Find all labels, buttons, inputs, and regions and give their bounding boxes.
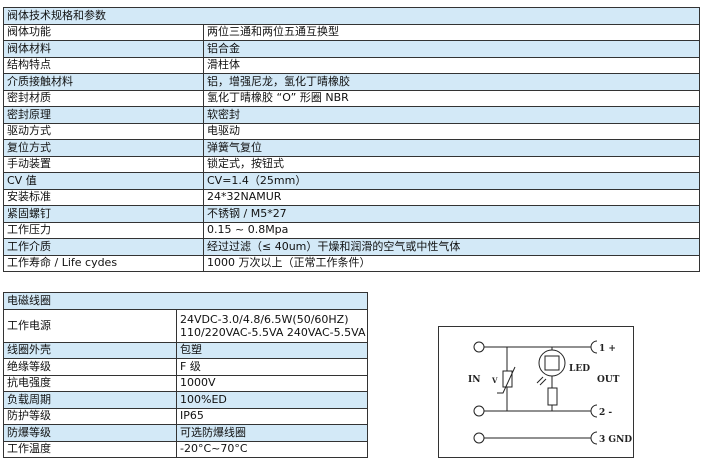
row-label: 密封材质 xyxy=(3,89,204,107)
row-value: 可选防爆线圈 xyxy=(176,424,368,442)
table-title-row: 电磁线圈 xyxy=(3,292,368,310)
resistor-icon xyxy=(547,387,558,411)
coil-spec-table: 电磁线圈 工作电源 24VDC-3.0/4.8/6.5W(50/60HZ)110… xyxy=(3,292,368,458)
varistor-icon xyxy=(497,347,516,411)
row-label: CV 值 xyxy=(3,172,204,190)
v-label: V xyxy=(491,376,498,385)
table-row: 阀体材料铝合金 xyxy=(3,40,700,58)
row-value: 铝，增强尼龙，氢化丁晴橡胶 xyxy=(203,73,700,91)
table-title: 电磁线圈 xyxy=(3,292,368,310)
row-label: 介质接触材料 xyxy=(3,73,204,91)
row-value: F 级 xyxy=(176,358,368,376)
row-label: 工作压力 xyxy=(3,221,204,239)
row-label: 防护等级 xyxy=(3,407,177,425)
row-label: 阀体功能 xyxy=(3,23,204,41)
table-row: 手动装置锁定式，按钮式 xyxy=(3,155,700,173)
row-label: 复位方式 xyxy=(3,139,204,157)
table-row: 驱动方式电驱动 xyxy=(3,122,700,140)
row-value: 滑柱体 xyxy=(203,56,700,74)
row-label: 手动装置 xyxy=(3,155,204,173)
wiring-diagram: IN V LED OUT 1 + 2 - 3 GND xyxy=(438,326,634,458)
row-value: 氢化丁晴橡胶 “O” 形圈 NBR xyxy=(203,89,700,107)
row-label: 密封原理 xyxy=(3,106,204,124)
table-row: 介质接触材料铝，增强尼龙，氢化丁晴橡胶 xyxy=(3,73,700,91)
row-value: 两位三通和两位五通互换型 xyxy=(203,23,700,41)
row-value: 0.15 ~ 0.8Mpa xyxy=(203,221,700,239)
row-label: 紧固螺钉 xyxy=(3,205,204,223)
row-value: 不锈钢 / M5*27 xyxy=(203,205,700,223)
row-label: 绝缘等级 xyxy=(3,358,177,376)
power-line-2: 110/220VAC-5.5VA 240VAC-5.5VA xyxy=(180,325,366,339)
row-label: 结构特点 xyxy=(3,56,204,74)
terminal-2-label: 2 - xyxy=(599,408,612,418)
terminal-3-label: 3 GND xyxy=(599,435,632,445)
in-label: IN xyxy=(468,375,480,385)
table-row: 密封材质氢化丁晴橡胶 “O” 形圈 NBR xyxy=(3,89,700,107)
row-value: 弹簧气复位 xyxy=(203,139,700,157)
out-label: OUT xyxy=(597,375,620,385)
row-label: 防爆等级 xyxy=(3,424,177,442)
table-row: 阀体功能两位三通和两位五通互换型 xyxy=(3,23,700,41)
terminal-1-label: 1 + xyxy=(599,344,616,354)
table-row: 紧固螺钉不锈钢 / M5*27 xyxy=(3,205,700,223)
row-value: -20°C~70°C xyxy=(176,440,368,458)
table-title-row: 阀体技术规格和参数 xyxy=(3,7,700,25)
valve-spec-table: 阀体技术规格和参数 阀体功能两位三通和两位五通互换型阀体材料铝合金结构特点滑柱体… xyxy=(3,7,700,272)
row-value: 经过过滤（≤ 40um）干燥和润滑的空气或中性气体 xyxy=(203,238,700,256)
row-value: 包塑 xyxy=(176,341,368,359)
row-value: CV=1.4（25mm） xyxy=(203,172,700,190)
row-value: 1000V xyxy=(176,374,368,392)
row-value: 软密封 xyxy=(203,106,700,124)
power-line-1: 24VDC-3.0/4.8/6.5W(50/60HZ) xyxy=(180,312,349,326)
table-row: 密封原理软密封 xyxy=(3,106,700,124)
row-label: 安装标准 xyxy=(3,188,204,206)
input-terminals xyxy=(473,341,485,444)
table-row: 复位方式弹簧气复位 xyxy=(3,139,700,157)
row-value: 锁定式，按钮式 xyxy=(203,155,700,173)
table-title: 阀体技术规格和参数 xyxy=(3,7,700,25)
row-value: 100%ED xyxy=(176,391,368,409)
row-value: 24*32NAMUR xyxy=(203,188,700,206)
table-row: 工作温度-20°C~70°C xyxy=(3,440,368,458)
table-row: 工作介质经过过滤（≤ 40um）干燥和润滑的空气或中性气体 xyxy=(3,238,700,256)
row-value: IP65 xyxy=(176,407,368,425)
row-value: 1000 万次以上（正常工作条件） xyxy=(203,254,700,272)
led-label: LED xyxy=(569,364,590,374)
row-label: 线圈外壳 xyxy=(3,341,177,359)
row-label: 抗电强度 xyxy=(3,374,177,392)
row-label: 工作电源 xyxy=(3,308,177,343)
row-value: 电驱动 xyxy=(203,122,700,140)
led-icon xyxy=(536,347,566,388)
table-row: 线圈外壳包塑 xyxy=(3,341,368,359)
row-label: 工作温度 xyxy=(3,440,177,458)
row-label: 工作介质 xyxy=(3,238,204,256)
row-value: 铝合金 xyxy=(203,40,700,58)
row-label: 负载周期 xyxy=(3,391,177,409)
row-label: 驱动方式 xyxy=(3,122,204,140)
output-terminals xyxy=(590,340,598,445)
table-row: 结构特点滑柱体 xyxy=(3,56,700,74)
table-row: 防爆等级可选防爆线圈 xyxy=(3,424,368,442)
table-row: 工作电源 24VDC-3.0/4.8/6.5W(50/60HZ)110/220V… xyxy=(3,308,368,343)
row-label: 阀体材料 xyxy=(3,40,204,58)
row-label: 工作寿命 / Life cydes xyxy=(3,254,204,272)
